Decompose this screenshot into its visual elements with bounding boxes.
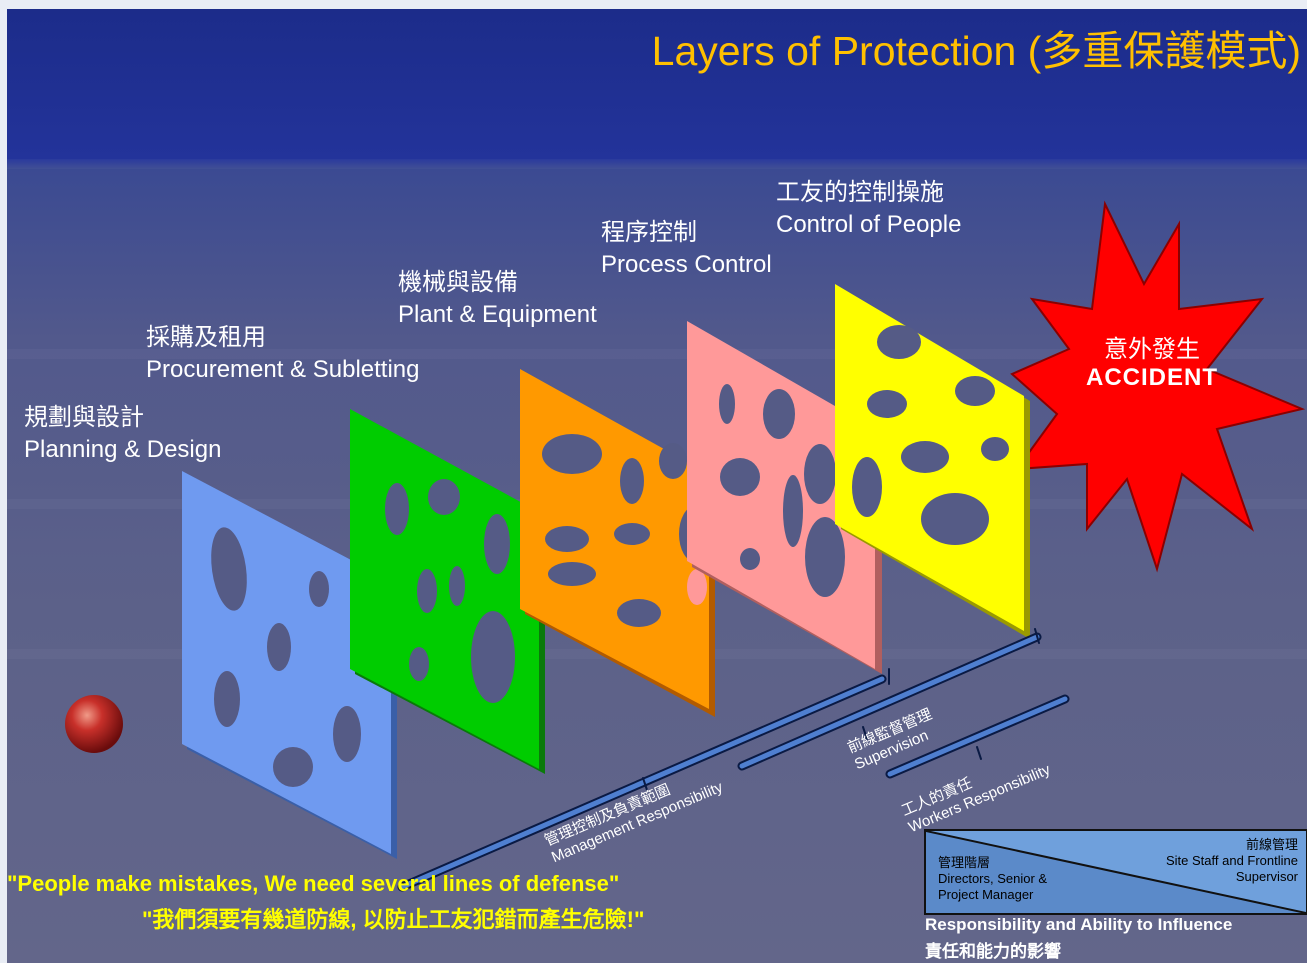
responsibility-lines bbox=[397, 628, 1070, 892]
quote-en: "People make mistakes, We need several l… bbox=[7, 871, 620, 896]
layer-plane-people bbox=[835, 284, 1030, 639]
accident-label: 意外發生 ACCIDENT bbox=[1062, 329, 1242, 392]
layer-plane-process bbox=[687, 321, 882, 674]
accident-star-icon bbox=[1010, 200, 1306, 573]
quote-zh: "我們須要有幾道防線, 以防止工友犯錯而產生危險!" bbox=[142, 907, 645, 932]
influence-box: 管理階層 Directors, Senior & Project Manager… bbox=[924, 829, 1307, 915]
layer-plane-procurement bbox=[350, 409, 545, 774]
influence-caption-en: Responsibility and Ability to Influence bbox=[925, 915, 1233, 934]
influence-left: 管理階層 Directors, Senior & Project Manager bbox=[938, 855, 1048, 902]
accident-zh: 意外發生 bbox=[1104, 336, 1200, 363]
hazard-ball-icon bbox=[65, 695, 123, 753]
slide: Layers of Protection (多重保護模式) bbox=[7, 9, 1307, 963]
layers-diagram bbox=[65, 200, 1306, 892]
page-title: Layers of Protection (多重保護模式) bbox=[651, 28, 1301, 74]
influence-caption-zh: 責任和能力的影響 bbox=[925, 942, 1061, 961]
influence-right: 前線管理 Site Staff and Frontline Supervisor bbox=[1165, 837, 1298, 884]
influence-divider bbox=[926, 831, 1306, 913]
accident-en: ACCIDENT bbox=[1086, 364, 1218, 391]
layer-plane-plant bbox=[520, 369, 715, 717]
